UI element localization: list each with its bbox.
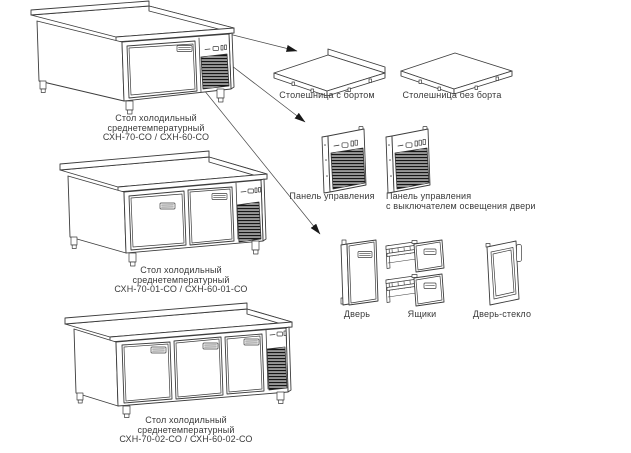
table-2-label: Стол холодильный среднетемпературный СХН… bbox=[114, 265, 248, 295]
table-2-drawing bbox=[59, 150, 268, 267]
table-3-label: Стол холодильный среднетемпературный СХН… bbox=[119, 415, 253, 445]
table-1-label-line2: среднетемпературный bbox=[107, 122, 205, 133]
door-handle bbox=[176, 45, 193, 52]
tabletop-with-upstand-drawing bbox=[273, 48, 386, 97]
table-2-label-line3: СХН-70-01-СО / СХН-60-01-СО bbox=[114, 284, 248, 295]
control-panel-with-switch-drawing bbox=[385, 126, 431, 194]
table-3-label-line2: среднетемпературный bbox=[137, 424, 235, 435]
condenser-grille bbox=[266, 346, 288, 391]
tabletop-no-upstand-drawing bbox=[400, 52, 513, 95]
control-panel-with-switch-label: Панель управления с выключателем освещен… bbox=[386, 191, 536, 211]
control-panel-with-switch-label-line1: Панель управления bbox=[386, 191, 472, 201]
condenser-grille bbox=[236, 201, 262, 243]
door-label: Дверь bbox=[343, 309, 371, 319]
panel-grille bbox=[330, 147, 366, 190]
table-2-label-line1: Стол холодильный bbox=[140, 265, 222, 275]
control-panel-label: Панель управления bbox=[289, 191, 375, 201]
door-handle bbox=[150, 346, 167, 354]
door-handle bbox=[243, 338, 260, 346]
drawers-drawing bbox=[385, 239, 445, 307]
table-3-label-line1: Стол холодильный bbox=[145, 415, 227, 425]
door-handle bbox=[211, 193, 228, 200]
drawer-handle bbox=[423, 282, 437, 289]
arrow-to-tabletop bbox=[228, 33, 298, 52]
glass-door-drawing bbox=[485, 240, 522, 306]
control-panel-with-switch-label-line2: с выключателем освещения двери bbox=[386, 200, 536, 211]
drawer-handle bbox=[423, 248, 437, 255]
arrow-to-doors bbox=[182, 63, 321, 235]
table-1-label-line3: СХН-70-СО / СХН-60-СО bbox=[102, 132, 210, 143]
door-drawing bbox=[340, 239, 379, 306]
table-1-label: Стол холодильный среднетемпературный СХН… bbox=[102, 113, 210, 143]
glass-door-handle bbox=[516, 244, 522, 262]
table-1-label-line1: Стол холодильный bbox=[115, 113, 197, 123]
control-panel-drawing bbox=[321, 126, 367, 194]
table-2-label-line2: среднетемпературный bbox=[132, 274, 230, 285]
door-handle bbox=[159, 202, 176, 210]
tabletop-no-upstand-label: Столешница без борта bbox=[402, 90, 502, 100]
condenser-grille bbox=[200, 53, 230, 90]
table-1-drawing bbox=[30, 0, 235, 115]
panel-grille bbox=[394, 147, 430, 190]
tabletop-with-upstand-label: Столешница с бортом bbox=[279, 90, 375, 100]
door-handle bbox=[202, 342, 219, 350]
drawers-label: Ящики bbox=[407, 309, 437, 319]
table-3-drawing bbox=[64, 302, 293, 418]
glass-door-label: Дверь-стекло bbox=[472, 309, 532, 319]
table-3-label-line3: СХН-70-02-СО / СХН-60-02-СО bbox=[119, 434, 253, 445]
door-handle bbox=[357, 251, 373, 258]
